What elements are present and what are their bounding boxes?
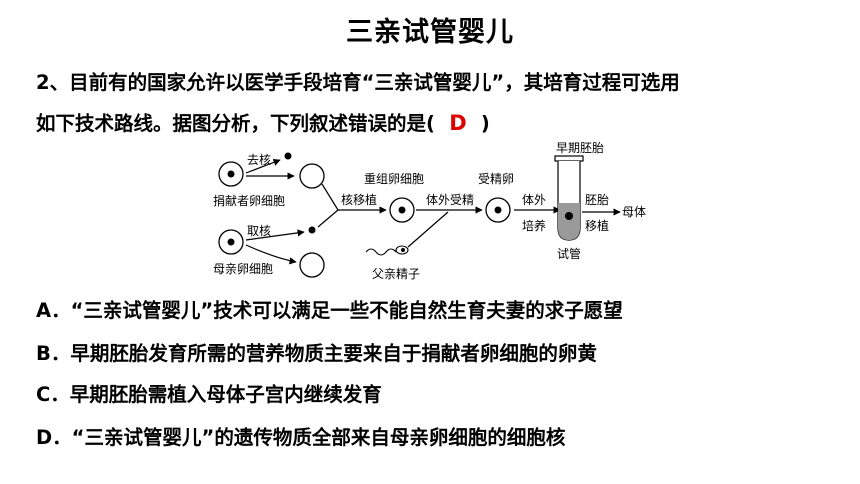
option-c: C．早期胚胎需植入母体子宫内继续发育: [36, 383, 382, 406]
ivf-label: 体外受精: [426, 193, 474, 207]
answer-mark: D: [449, 111, 467, 135]
father-sperm-label: 父亲精子: [372, 267, 420, 281]
option-a: A．“三亲试管婴儿”技术可以满足一些不能自然生育夫妻的求子愿望: [36, 299, 623, 322]
mother-to-remaining-arrow: [245, 244, 297, 265]
fertilized-egg-cell: [485, 197, 511, 223]
mother-egg-cell: [218, 229, 244, 255]
option-d: D．“三亲试管婴儿”的遗传物质全部来自母亲卵细胞的细胞核: [36, 426, 566, 449]
transfer-label: 移植: [585, 218, 609, 233]
question-line-2: 如下技术路线。据图分析，下列叙述错误的是( D): [36, 107, 490, 136]
nucleus-to-merge-line: [317, 209, 339, 228]
sperm-to-ivf-line: [407, 211, 449, 248]
removed-nucleus-dot: [284, 152, 292, 160]
question-line-1: 2、目前有的国家允许以医学手段培育“三亲试管婴儿”，其培育过程可选用: [36, 71, 680, 94]
test-tube-label: 试管: [557, 246, 581, 261]
reconstructed-egg-label: 重组卵细胞: [364, 172, 424, 186]
donor-egg-cell: [218, 161, 244, 187]
enucleated-to-merge-line: [321, 183, 339, 211]
fertilized-egg-label: 受精卵: [478, 172, 514, 186]
culture-label: 培养: [522, 218, 546, 233]
reconstructed-egg-cell: [389, 197, 415, 223]
question-close-paren: ): [480, 112, 490, 135]
question-stem: 如下技术路线。据图分析，下列叙述错误的是(: [36, 112, 435, 135]
father-sperm-cell: [365, 245, 409, 256]
nuclear-transfer-label: 核移植: [341, 192, 377, 207]
early-embryo-label: 早期胚胎: [556, 141, 604, 155]
take-nucleus-arrow: [245, 229, 305, 241]
enucleated-egg-cell: [299, 163, 325, 189]
remaining-egg-cell: [299, 252, 325, 278]
mother-egg-label: 母亲卵细胞: [213, 262, 273, 276]
remove-nucleus-label: 去核: [247, 153, 271, 167]
option-b: B．早期胚胎发育所需的营养物质主要来自于捐献者卵细胞的卵黄: [36, 342, 597, 365]
test-tube: [554, 155, 584, 241]
page-title: 三亲试管婴儿: [346, 17, 514, 48]
in-vitro-label: 体外: [522, 193, 546, 207]
mother-body-label: 母体: [622, 205, 646, 219]
donor-egg-label: 捐献者卵细胞: [213, 193, 285, 208]
remove-nucleus-arrow: [245, 158, 281, 174]
take-nucleus-label: 取核: [247, 224, 271, 238]
embryo-label: 胚胎: [585, 193, 609, 207]
taken-nucleus-dot: [308, 226, 316, 234]
